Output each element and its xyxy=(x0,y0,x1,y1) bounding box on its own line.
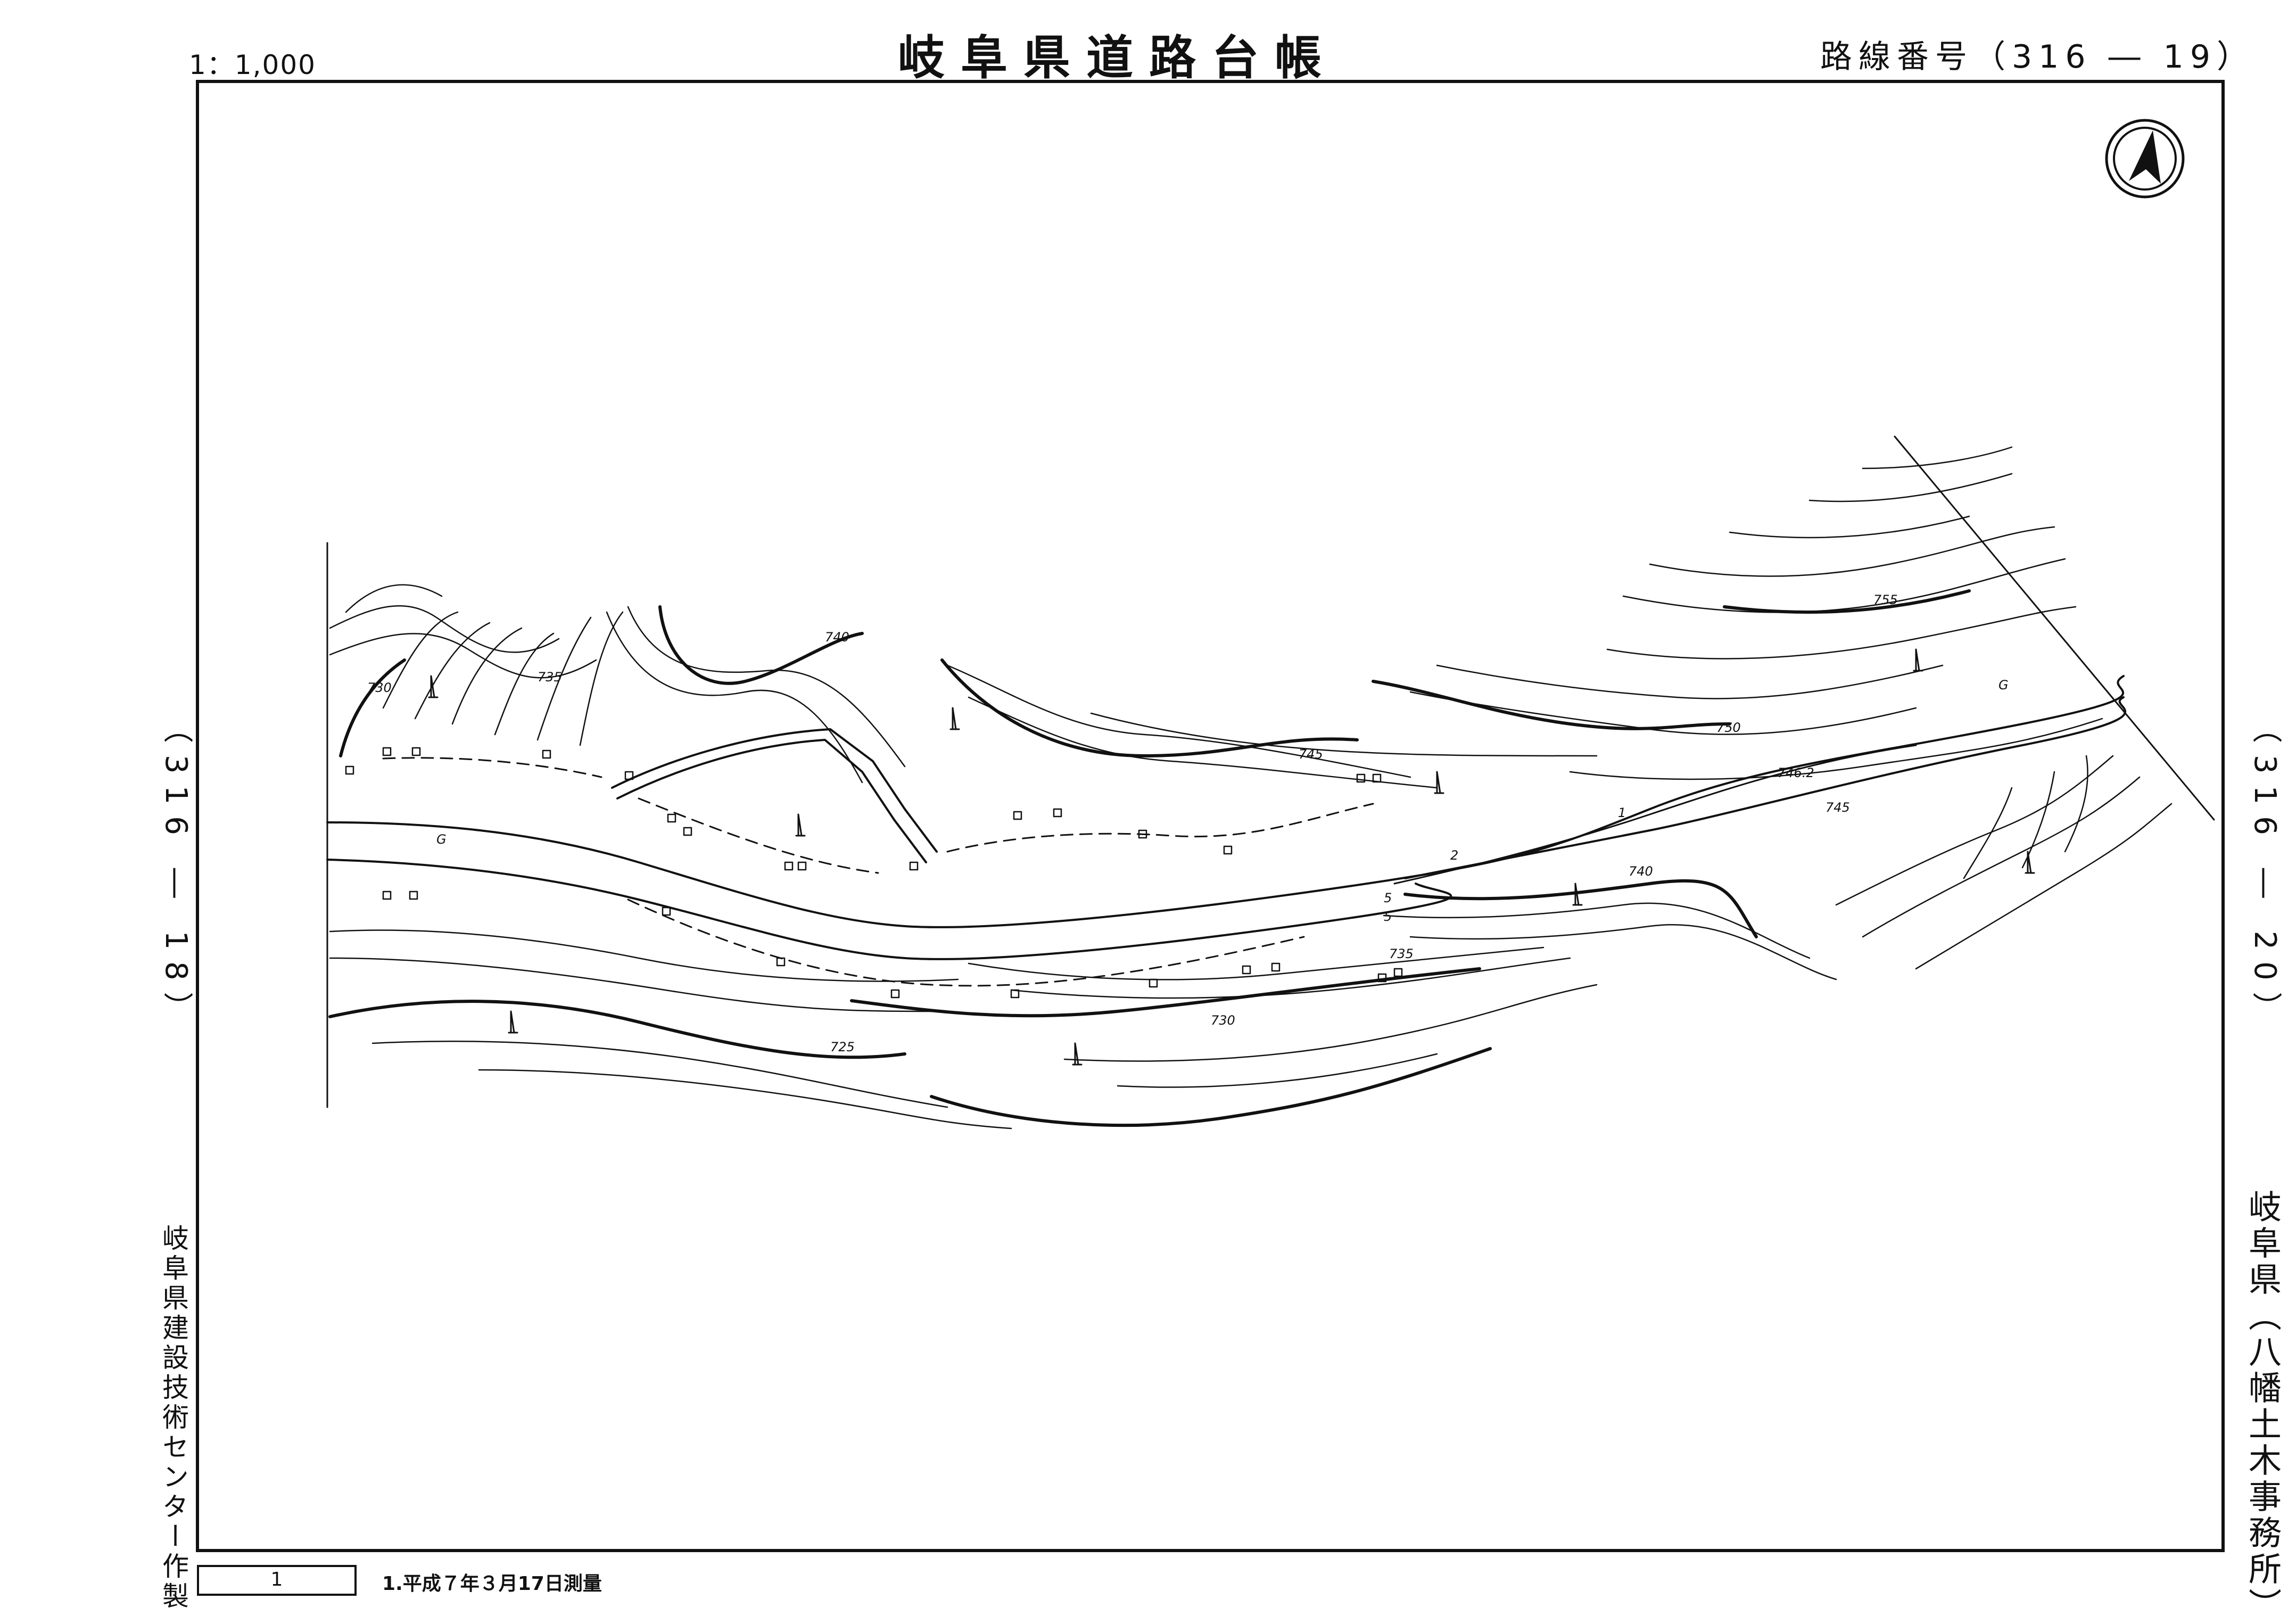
contour-lines-lower xyxy=(329,755,2173,1130)
contour-label: 740 xyxy=(825,630,849,645)
point-label: 5 xyxy=(1384,891,1392,905)
point-label: 2 xyxy=(1450,848,1458,863)
contour-lines-upper xyxy=(329,446,2103,789)
contour-label: 745 xyxy=(1299,747,1323,762)
adjacent-sheet-left[interactable]: （316 ― 18） xyxy=(159,713,193,1034)
land-symbols xyxy=(428,648,2035,1066)
route-number: 路線番号（316 ― 19） xyxy=(1820,38,2256,76)
right-edge-line xyxy=(1894,435,2215,821)
slope-boundaries xyxy=(382,757,1374,987)
point-label: 5 xyxy=(1384,909,1392,924)
contour-label: 735 xyxy=(538,670,562,685)
office-credit: 岐阜県（八幡土木事務所） xyxy=(2243,1190,2282,1624)
map-frame xyxy=(196,80,2225,1552)
maker-credit: 岐阜県建設技術センター作製 xyxy=(158,1224,189,1612)
road-branch xyxy=(1393,744,1917,885)
point-label: 1 xyxy=(1618,805,1626,820)
contour-label: 750 xyxy=(1716,720,1741,735)
page-title: 岐阜県道路台帳 xyxy=(897,30,1337,85)
adjacent-sheet-right[interactable]: （316 ― 20） xyxy=(2248,713,2282,1034)
contour-label: 740 xyxy=(1629,864,1653,879)
contour-label-group: 730 735 740 745 750 755 746.2 740 745 73… xyxy=(367,592,2009,1054)
contour-label: 735 xyxy=(1389,946,1414,961)
map-scale: 1：1,000 xyxy=(189,50,316,80)
boundary-markers xyxy=(345,747,1403,999)
sheet-index-box: 1 xyxy=(197,1565,357,1596)
contour-label: 745 xyxy=(1826,800,1850,815)
road-label: G xyxy=(436,832,447,847)
north-arrow-icon xyxy=(2105,119,2185,199)
road-lines xyxy=(326,675,2126,960)
retaining-wall xyxy=(611,728,938,863)
contour-label: 730 xyxy=(1211,1013,1235,1028)
contour-label: 746.2 xyxy=(1778,765,1814,780)
survey-note: 1.平成７年３月17日測量 xyxy=(382,1573,602,1595)
contour-label: 730 xyxy=(367,680,392,695)
contour-label: 755 xyxy=(1873,592,1898,607)
road-label: G xyxy=(1998,678,2009,693)
contour-label: 725 xyxy=(830,1040,855,1054)
